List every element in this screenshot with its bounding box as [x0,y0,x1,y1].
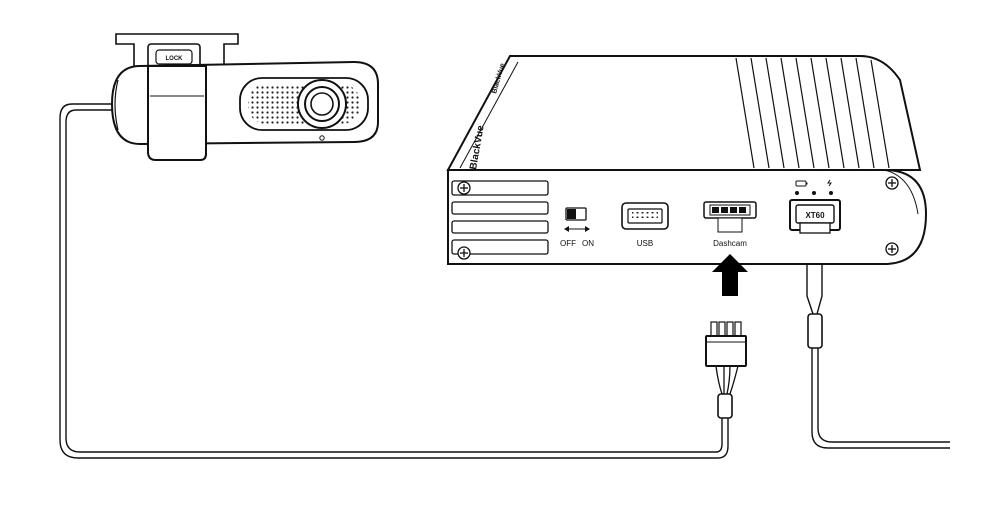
battery-icon [795,180,807,187]
led-dot [829,191,833,195]
mount-strap [147,65,207,161]
vent-slots [451,180,549,255]
insert-direction-arrow [712,254,748,296]
lock-button [155,49,193,65]
dashcam: LOCK [110,33,379,161]
side-curve-line [883,169,919,215]
xt60-port: XT60 [789,199,841,234]
screw-icon [457,176,899,260]
lock-label: LOCK [166,56,184,62]
usb-label: USB [637,239,653,248]
switch-on-label: ON [582,239,594,248]
power-switch: OFF ON [560,207,594,248]
battery-front-face [447,169,928,265]
dashcam-label: Dashcam [713,239,747,248]
switch-off-label: OFF [560,239,576,248]
usb-port: USB [621,202,669,248]
camera-led-icon [319,135,325,141]
heat-sink-fins [735,57,890,169]
charge-bolt-icon [827,179,832,187]
camera-body-contour [114,79,119,131]
camera-lens-glass [310,92,334,116]
led-dot [795,191,799,195]
battery-top-face [446,55,922,171]
xt60-cable-ferrule [807,313,823,349]
dashcam-connector-plug [705,321,747,419]
cable-ferrule [717,393,733,419]
led-dot [812,191,816,195]
dashcam-port: Dashcam [703,201,757,248]
battery-pack: BlackVue BlackVue OFF ON [446,55,928,265]
camera-power-cable [59,103,729,459]
top-bevel-line [459,61,519,169]
xt60-label: XT60 [805,211,825,220]
indicator-leds [795,179,833,195]
